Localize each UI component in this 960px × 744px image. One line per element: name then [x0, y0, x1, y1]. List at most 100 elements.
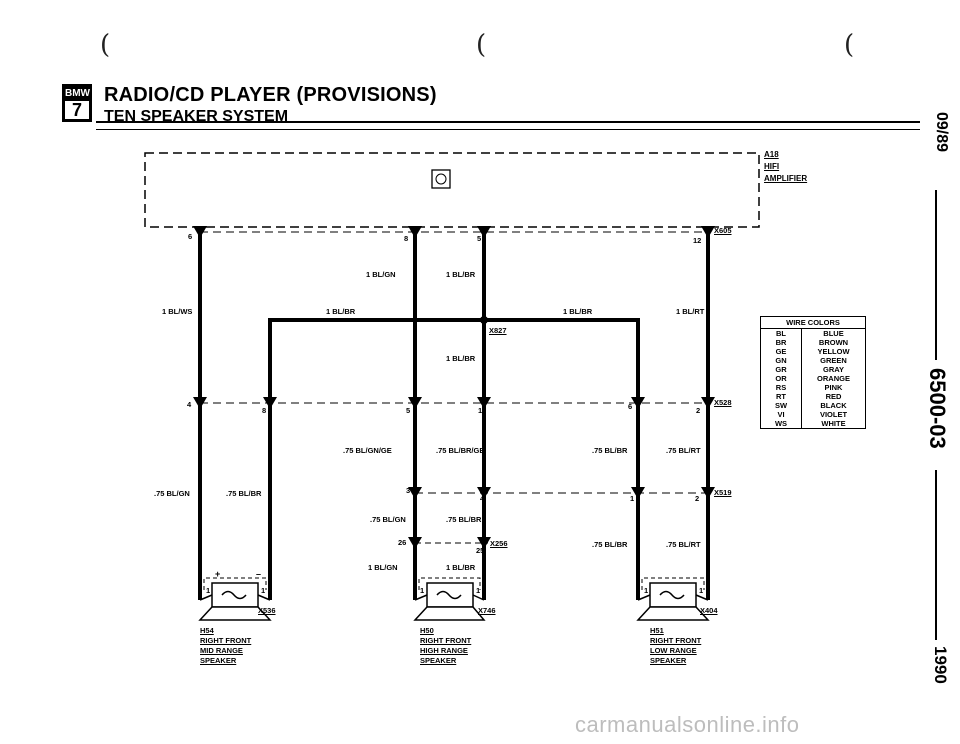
speaker-line2: LOW RANGE	[650, 646, 697, 655]
pin-label: 1	[476, 586, 481, 595]
page-title: RADIO/CD PLAYER (PROVISIONS)	[104, 84, 437, 106]
legend-row: GE YELLOW	[761, 347, 865, 356]
connector-x256: X256	[490, 539, 508, 548]
wire-label: .75 BL/GN	[370, 515, 406, 524]
pin-label: 4	[187, 400, 192, 409]
wire-label: .75 BL/BR	[446, 515, 482, 524]
legend-code: RS	[761, 383, 802, 392]
wire-label: .75 BL/GN/GE	[343, 446, 392, 455]
legend-color-name: ORANGE	[817, 374, 850, 383]
speaker-line3: SPEAKER	[420, 656, 457, 665]
connector-x827: X827	[489, 326, 507, 335]
pin-label: 12	[693, 236, 702, 245]
amplifier-line2: AMPLIFIER	[764, 174, 808, 183]
wire-label: 1 BL/BR	[446, 354, 476, 363]
pin-label: 8	[404, 234, 409, 243]
legend-color-name: PINK	[824, 383, 843, 392]
pin-arrow	[701, 487, 715, 499]
pin-arrow	[477, 537, 491, 549]
wire-label: 1 BL/BR	[563, 307, 593, 316]
legend-code: VI	[761, 410, 802, 419]
speaker-line1: RIGHT FRONT	[420, 636, 472, 645]
wire-bl-br-right	[484, 318, 640, 600]
wire-label: 1 BL/GN	[366, 270, 396, 279]
pin-label: 1	[261, 586, 266, 595]
legend-code: BR	[761, 338, 802, 347]
speaker-line2: MID RANGE	[200, 646, 243, 655]
x404-connector	[641, 577, 705, 590]
pin-label: 3	[406, 486, 411, 495]
wire-label: .75 BL/BR	[226, 489, 262, 498]
pin-label: 2	[696, 406, 701, 415]
page-subtitle: TEN SPEAKER SYSTEM	[104, 108, 289, 125]
connector-x536: X536	[258, 606, 276, 615]
pin-label: 26	[398, 538, 407, 547]
pin-arrow	[263, 397, 277, 409]
speaker-line1: RIGHT FRONT	[200, 636, 252, 645]
pin-arrow	[408, 537, 422, 549]
amplifier-line1: HIFI	[764, 162, 780, 171]
side-line-2	[935, 470, 937, 640]
legend-row: BR BROWN	[761, 338, 865, 347]
logo-bottom-text: 7	[71, 100, 82, 120]
connector-x528: X528	[714, 398, 732, 407]
legend-color-name: RED	[825, 392, 842, 401]
amplifier-box	[144, 152, 760, 228]
pin-label: 5	[477, 234, 482, 243]
speaker-caption-h51: H51 RIGHT FRONT LOW RANGE SPEAKER	[650, 626, 701, 666]
legend-code: BL	[761, 329, 802, 338]
polarity-minus: –	[256, 569, 262, 579]
polarity-plus: +	[215, 569, 221, 579]
pin-arrow	[477, 226, 491, 238]
pin-label: 1	[420, 586, 425, 595]
legend-code: RT	[761, 392, 802, 401]
splice-x827	[480, 316, 488, 324]
amplifier-id: A18	[764, 150, 779, 159]
pin-label: 5	[406, 406, 411, 415]
pin-label: 1	[644, 586, 649, 595]
pin-label: 1	[478, 406, 483, 415]
wire-label: .75 BL/BR/GE	[436, 446, 485, 455]
speaker-caption-h50: H50 RIGHT FRONT HIGH RANGE SPEAKER	[420, 626, 471, 666]
ground-symbol-circle	[435, 173, 447, 185]
legend-row: RS PINK	[761, 383, 865, 392]
pin-label: 6	[188, 232, 193, 241]
watermark: carmanualsonline.info	[575, 712, 800, 737]
connector-x746: X746	[478, 606, 496, 615]
pin-arrow	[408, 487, 422, 499]
legend-code: GN	[761, 356, 802, 365]
bmw-7-logo: BMW 7	[62, 84, 92, 122]
legend-color-name: GREEN	[820, 356, 847, 365]
legend-row: BL BLUE	[761, 329, 865, 338]
legend-color-name: GRAY	[823, 365, 844, 374]
connector-x404: X404	[700, 606, 718, 615]
speaker-h50-icon	[413, 582, 486, 621]
scan-mark-3: (	[844, 30, 855, 60]
wire-label: 1 BL/WS	[162, 307, 193, 316]
speaker-id: H51	[650, 626, 664, 635]
pin-label: 1	[699, 586, 704, 595]
speaker-id: H50	[420, 626, 434, 635]
speaker-line3: SPEAKER	[200, 656, 237, 665]
pin-arrow	[701, 397, 715, 409]
legend-color-name: WHITE	[821, 419, 846, 428]
wire-label: .75 BL/BR	[592, 446, 628, 455]
connector-x605: X605	[714, 226, 732, 235]
pin-label: 1	[630, 494, 635, 503]
pin-arrow	[701, 226, 715, 238]
speaker-line3: SPEAKER	[650, 656, 687, 665]
legend-color-name: BLUE	[823, 329, 844, 338]
pin-label: 1	[206, 586, 211, 595]
legend-code: GE	[761, 347, 802, 356]
legend-color-name: BLACK	[820, 401, 847, 410]
legend-color-name: YELLOW	[817, 347, 850, 356]
wire-label: 1 BL/RT	[676, 307, 705, 316]
pin-arrow	[631, 397, 645, 409]
pin-arrow	[477, 487, 491, 499]
scan-mark-1: (	[100, 30, 111, 60]
speaker-h54-icon	[198, 582, 272, 621]
legend-color-name: BROWN	[818, 338, 849, 347]
